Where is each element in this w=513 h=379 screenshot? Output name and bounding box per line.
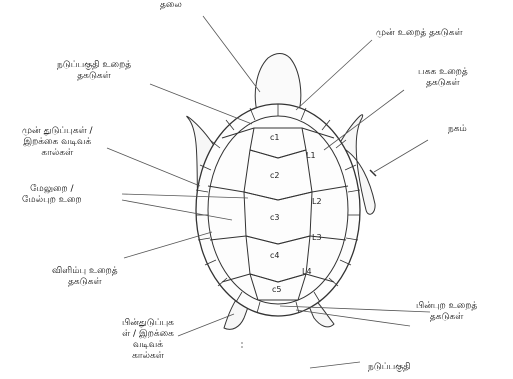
label-lateral-scutes: பகக உறைத் தகடுகள்: [418, 67, 468, 89]
scute-c4: c4: [270, 251, 280, 260]
label-central-bottom: நடுப்பகுதி: [368, 362, 411, 373]
scute-c5: c5: [272, 285, 282, 294]
leader-claw: [374, 140, 428, 172]
label-central-scutes: நடுப்பகுதி உறைத் தகடுகள்: [57, 60, 131, 82]
scute-L1: L1: [306, 151, 316, 160]
label-head: தலை: [160, 0, 182, 11]
scute-L4: L4: [302, 267, 312, 276]
scute-L3: L3: [312, 233, 322, 242]
scute-c2: c2: [270, 171, 280, 180]
leader-lateral-scutes: [324, 90, 404, 150]
label-carapace: மேலுறை / மேல்புற உறை: [22, 184, 82, 206]
leader-rear-scutes-2: [296, 310, 410, 326]
leader-central-scutes: [150, 84, 252, 124]
label-rear-scutes: பின்புற உறைத் தகடுகள்: [416, 301, 477, 323]
leader-head: [203, 16, 260, 92]
leader-front-flippers: [107, 148, 200, 186]
leader-marginal: [124, 232, 212, 258]
leader-front-scutes: [296, 40, 372, 110]
leader-bottom-2: [310, 362, 360, 368]
scute-c3: c3: [270, 213, 280, 222]
scute-c1: c1: [270, 133, 280, 142]
label-marginal-scutes: விளிம்பு உறைத் தகடுகள்: [52, 266, 118, 288]
label-claw: நகம்: [448, 124, 467, 135]
label-front-flippers: முன் துடுப்புகள் / இறக்கை வடிவக் கால்கள்: [22, 126, 93, 159]
label-front-scutes: முன் உறைத் தகடுகள்: [376, 28, 463, 39]
scute-L2: L2: [312, 197, 322, 206]
label-rear-flippers: பின்துடுப்புக ள் / இறக்கை வடிவக் கால்கள்: [122, 318, 174, 362]
